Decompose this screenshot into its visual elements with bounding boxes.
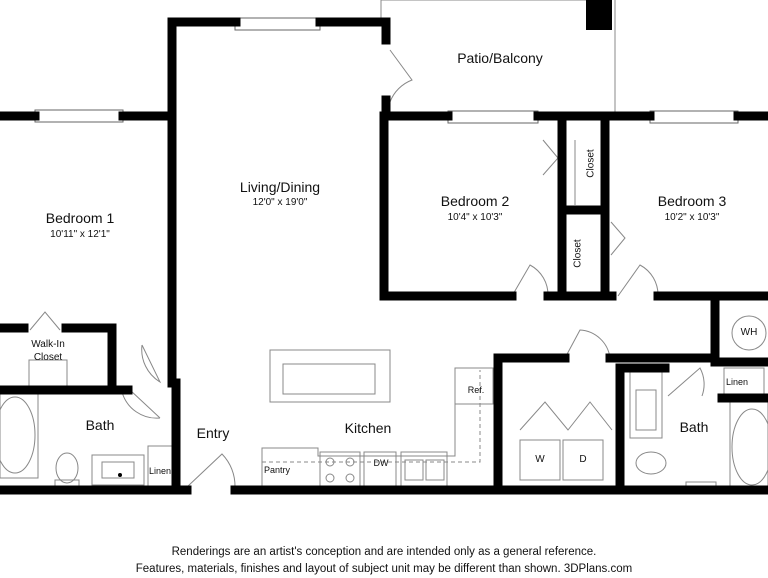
walkin-shelf	[28, 359, 68, 387]
refrigerator-label: Ref.	[467, 385, 485, 395]
living-dimensions: 12'0" x 19'0"	[252, 197, 308, 208]
bath2-label: Bath	[679, 419, 709, 435]
walkin-label-line2: Closet	[33, 352, 63, 363]
window	[447, 110, 539, 124]
bedroom3-label: Bedroom 3	[657, 193, 727, 209]
linen-left-label: Linen	[148, 466, 172, 476]
window	[34, 109, 124, 123]
water-heater-label: WH	[740, 327, 758, 338]
door-swing-entry	[186, 453, 236, 488]
kitchen-label: Kitchen	[344, 420, 392, 436]
bedroom3-dimensions: 10'2" x 10'3"	[664, 212, 720, 223]
closet-lower-label: Closet	[572, 239, 584, 268]
linen-right-label: Linen	[725, 377, 749, 387]
disclaimer-line2: Features, materials, finishes and layout…	[135, 563, 633, 575]
wall	[710, 291, 768, 403]
wall	[557, 120, 610, 301]
kitchen-counter-dashed	[262, 370, 481, 463]
toilet-left	[55, 452, 79, 484]
wall	[167, 17, 391, 45]
pantry-label: Pantry	[263, 465, 290, 475]
dryer	[562, 439, 604, 481]
wall-column	[586, 0, 612, 30]
bedroom2-label: Bedroom 2	[440, 193, 510, 209]
patio-label: Patio/Balcony	[457, 50, 543, 66]
water-heater-outline	[731, 315, 767, 351]
bathtub-right	[731, 408, 768, 486]
entry-label: Entry	[196, 425, 230, 441]
dryer-label: D	[579, 454, 587, 465]
door-swing-bath1	[121, 389, 161, 419]
wall	[615, 363, 670, 495]
bedroom1-label: Bedroom 1	[45, 210, 115, 226]
closet-upper-label: Closet	[585, 149, 597, 178]
kitchen-sink	[400, 451, 448, 487]
refrigerator	[454, 367, 494, 405]
disclaimer: Renderings are an artist's conception an…	[0, 544, 768, 578]
disclaimer-line1: Renderings are an artist's conception an…	[171, 546, 597, 558]
bath1-label: Bath	[85, 417, 115, 433]
toilet-right	[635, 451, 667, 475]
bedroom1-dimensions: 10'11" x 12'1"	[50, 229, 110, 240]
wall	[493, 353, 720, 495]
kitchen-island	[269, 349, 391, 403]
range	[319, 451, 361, 487]
living-label: Living/Dining	[239, 179, 321, 195]
window	[649, 110, 739, 124]
vanity-left	[91, 454, 145, 486]
wall	[0, 323, 133, 395]
bedroom2-dimensions: 10'4" x 10'3"	[447, 212, 503, 223]
window	[234, 17, 321, 31]
washer	[519, 439, 561, 481]
washer-label: W	[535, 454, 545, 465]
floor-plan	[0, 0, 768, 495]
door-swing-patio	[389, 49, 413, 103]
walkin-label-line1: Walk-In	[31, 339, 65, 350]
bathtub-left	[0, 396, 36, 474]
dishwasher-label: DW	[373, 458, 389, 468]
